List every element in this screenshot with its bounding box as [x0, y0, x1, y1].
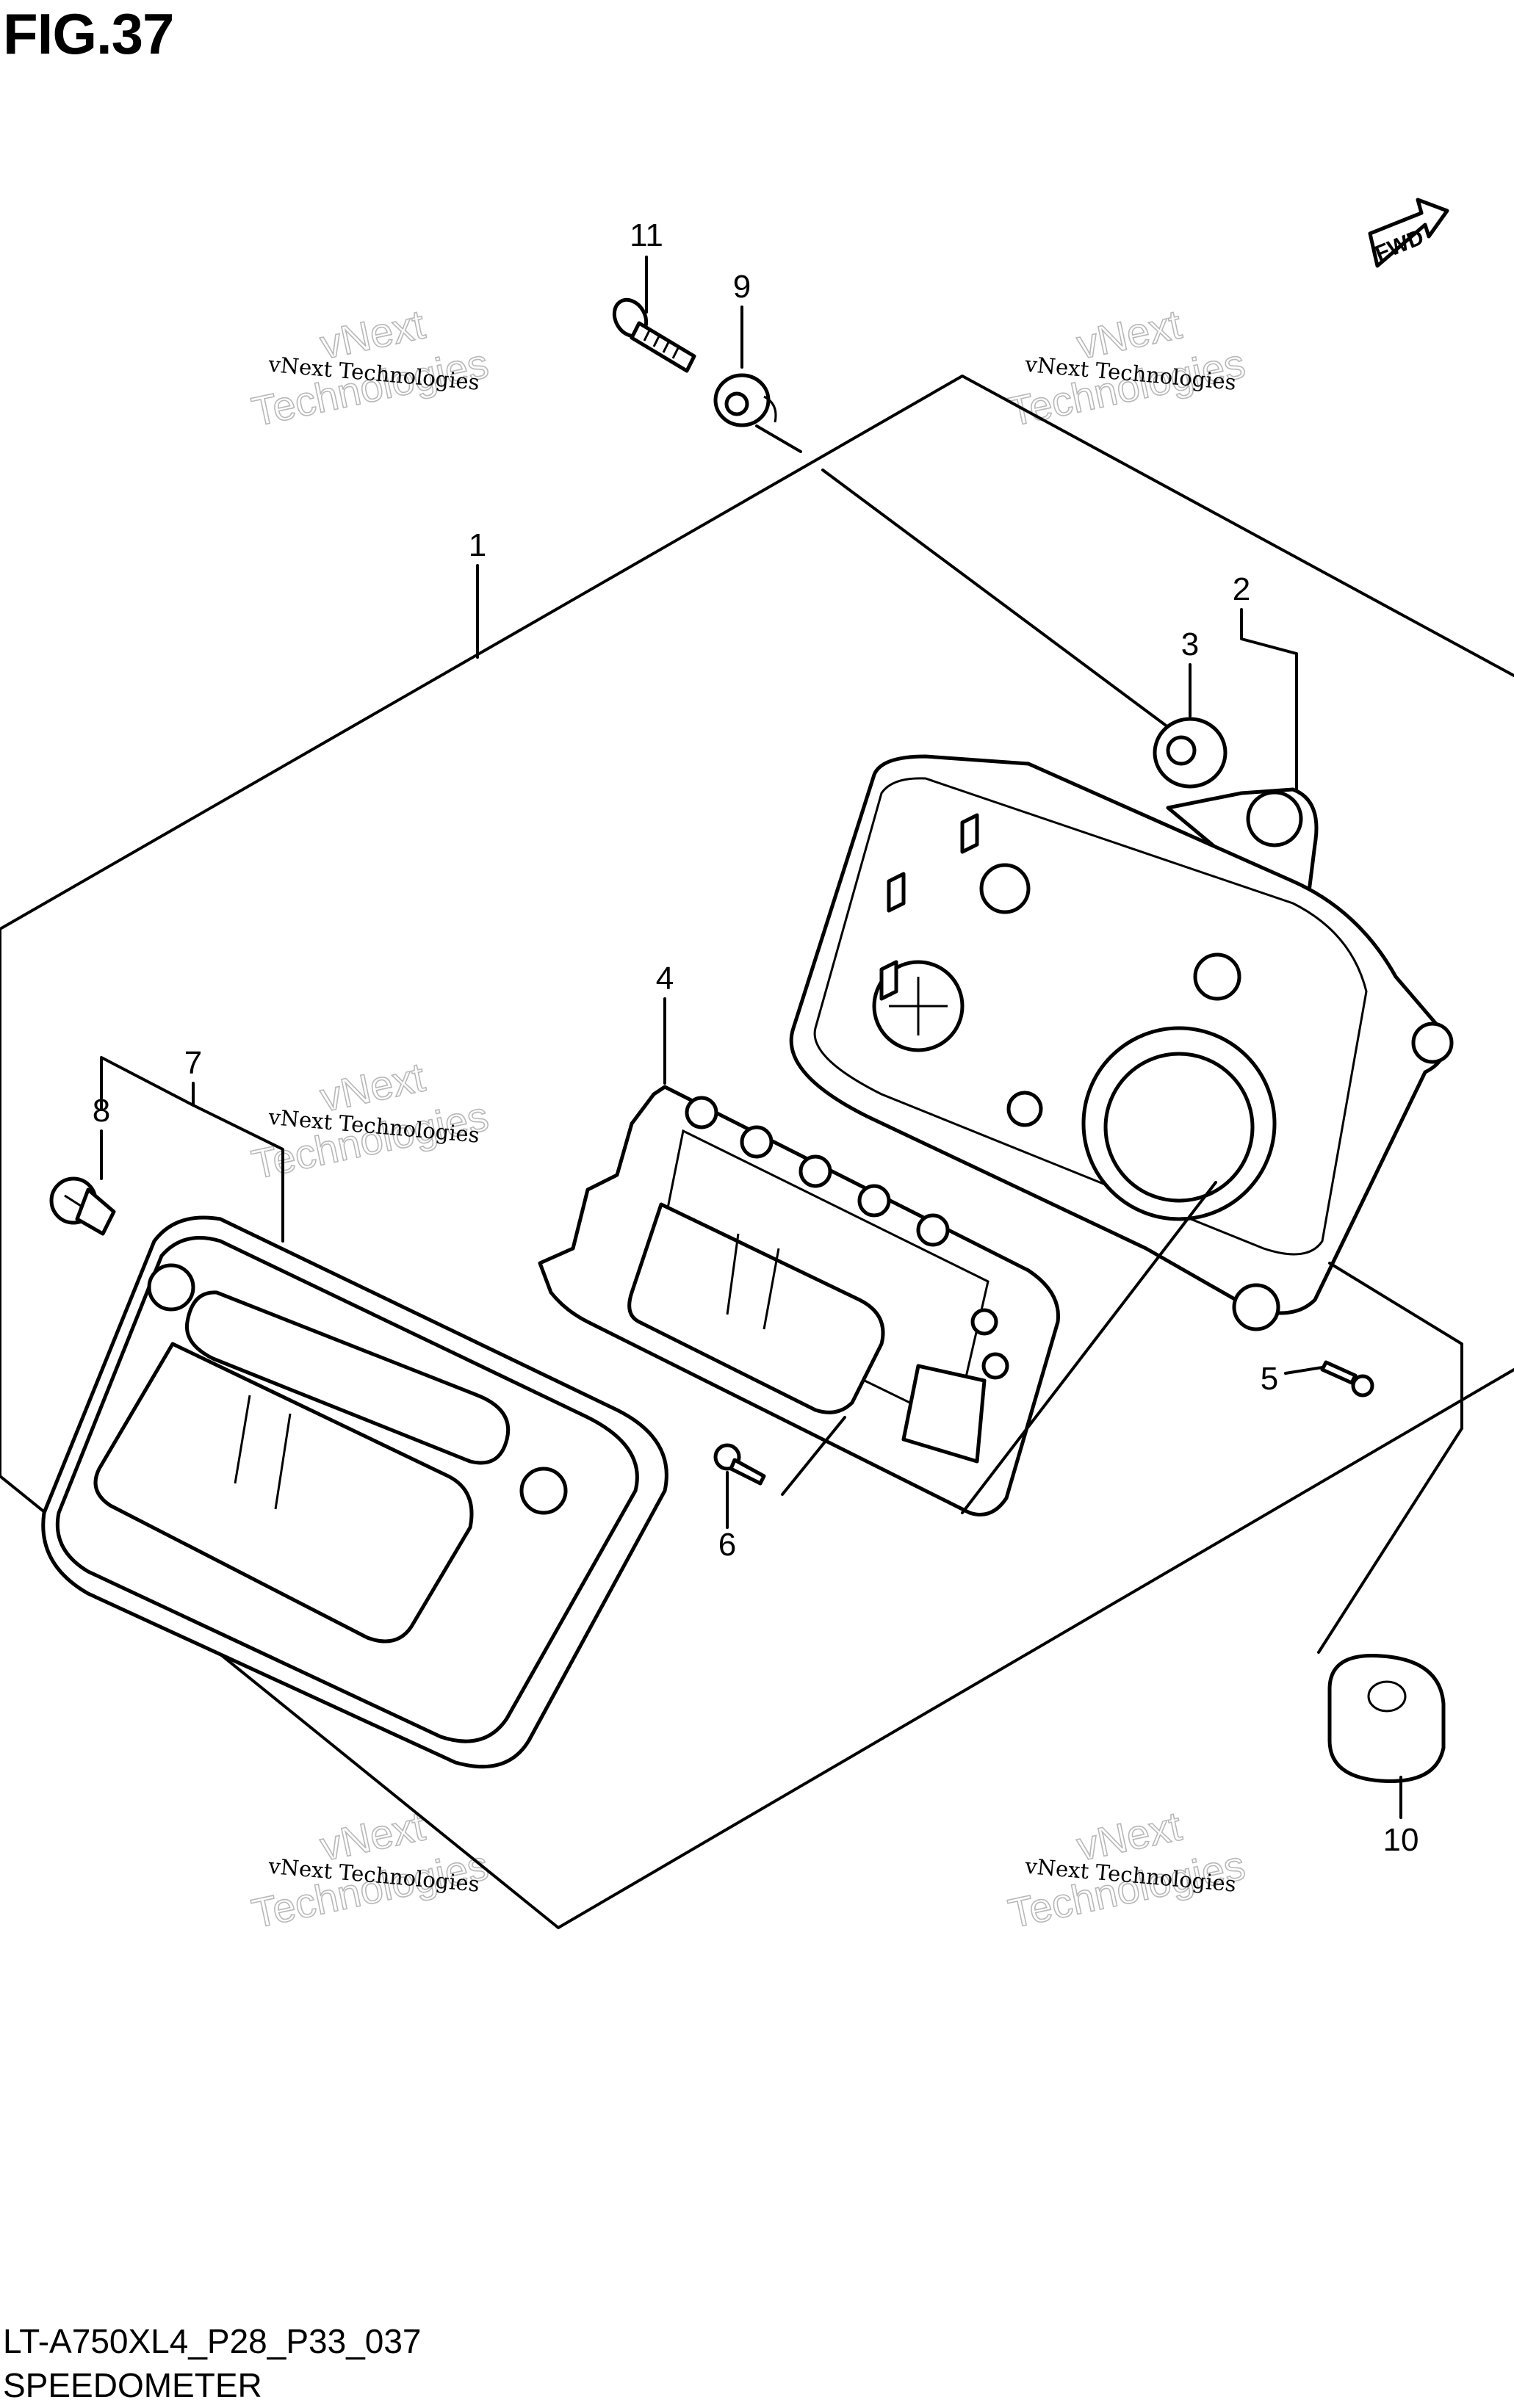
part-11-bolt [612, 297, 696, 373]
watermark: Technologies vNext vNext Technologies [247, 1053, 492, 1188]
watermark: Technologies vNext vNext Technologies [1003, 300, 1249, 435]
callout-5: 5 [1261, 1361, 1278, 1397]
part-4-gauge-unit [538, 1085, 1060, 1516]
diagram-name: SPEEDOMETER [3, 2366, 262, 2404]
figure-title: FIG.37 [3, 1, 174, 66]
callout-9: 9 [733, 269, 751, 305]
callout-4: 4 [656, 961, 674, 997]
assembly-boundary [0, 375, 1514, 1929]
part-10-grommet [1327, 1654, 1446, 1783]
part-5-screw [1320, 1360, 1374, 1398]
callout-7: 7 [184, 1045, 202, 1081]
callout-10: 10 [1383, 1822, 1419, 1858]
leader-9-3 [755, 424, 802, 453]
leader-9-3b [821, 469, 1169, 728]
callout-1: 1 [469, 527, 486, 563]
part-3-grommet [1153, 717, 1228, 789]
callout-2: 2 [1233, 571, 1250, 607]
part-7-lens-cover [41, 1215, 668, 1769]
watermark: Technologies vNext vNext Technologies [1003, 1802, 1249, 1937]
watermark: Technologies vNext vNext Technologies [247, 1802, 492, 1937]
callout-8: 8 [93, 1093, 110, 1129]
part-6-screw [713, 1443, 766, 1486]
watermark: Technologies vNext vNext Technologies [247, 300, 492, 435]
callout-labels: 11 9 1 2 3 4 7 8 5 6 10 [93, 217, 1419, 1858]
diagram-code: LT-A750XL4_P28_P33_037 [3, 2322, 422, 2360]
fwd-arrow-icon: FWD [1368, 198, 1449, 268]
callout-11: 11 [630, 217, 663, 253]
callout-3: 3 [1181, 626, 1199, 662]
part-8-screw [49, 1176, 116, 1236]
speedometer-case [789, 754, 1454, 1331]
callout-6: 6 [718, 1527, 736, 1563]
part-9-grommet [713, 373, 777, 427]
leader-lines [100, 256, 1463, 1819]
